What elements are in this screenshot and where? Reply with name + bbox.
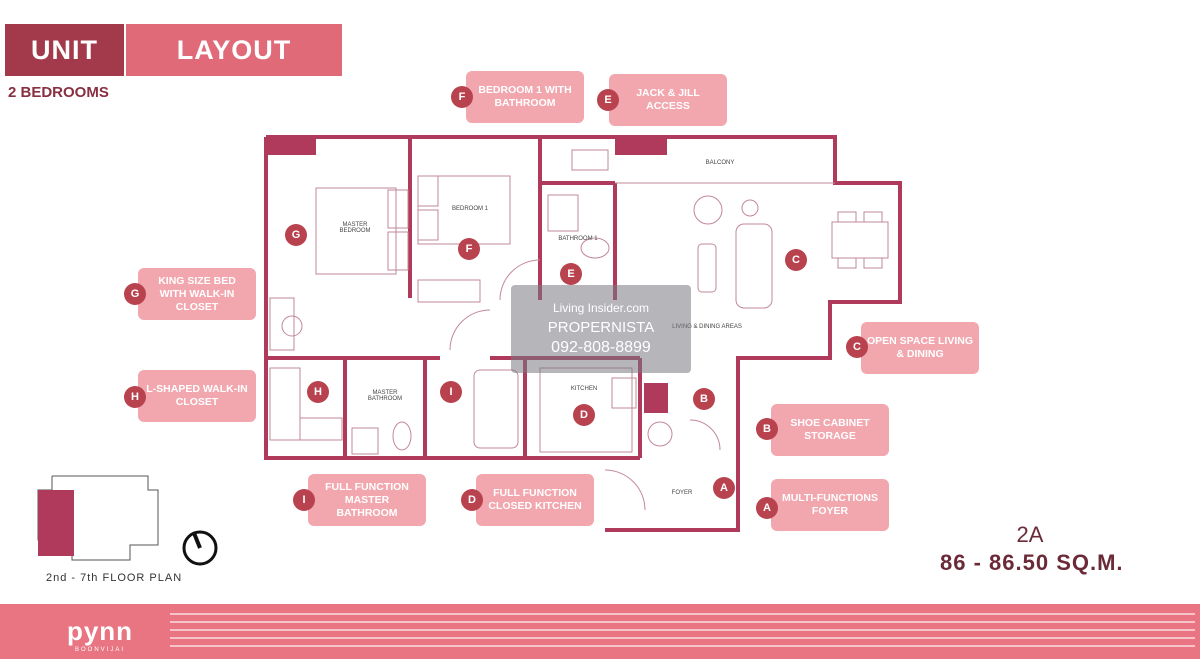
callout-e: JACK & JILL ACCESS bbox=[609, 74, 727, 126]
callout-a: MULTI-FUNCTIONS FOYER bbox=[771, 479, 889, 531]
callout-c: OPEN SPACE LIVING & DINING bbox=[861, 322, 979, 374]
callout-i: FULL FUNCTION MASTER BATHROOM bbox=[308, 474, 426, 526]
callout-h: L-SHAPED WALK-IN CLOSET bbox=[138, 370, 256, 422]
plan-badge-c: C bbox=[785, 249, 807, 271]
callout-badge-b: B bbox=[756, 418, 778, 440]
callout-badge-e: E bbox=[597, 89, 619, 111]
callout-f: BEDROOM 1 WITH BATHROOM bbox=[466, 71, 584, 123]
callout-b: SHOE CABINET STORAGE bbox=[771, 404, 889, 456]
plan-badge-a: A bbox=[713, 477, 735, 499]
plan-badge-f: F bbox=[458, 238, 480, 260]
floor-plan-label: 2nd - 7th FLOOR PLAN bbox=[46, 572, 183, 584]
watermark-logo: Living Insider.com bbox=[552, 301, 650, 315]
watermark: Living Insider.com PROPERNISTA 092-808-8… bbox=[511, 285, 691, 373]
callout-badge-a: A bbox=[756, 497, 778, 519]
plan-badge-i: I bbox=[440, 381, 462, 403]
brand-logo: pynn BOONVIJAI bbox=[38, 612, 162, 656]
plan-badge-e: E bbox=[560, 263, 582, 285]
callout-badge-f: F bbox=[451, 86, 473, 108]
callout-badge-g: G bbox=[124, 283, 146, 305]
unit-area: 86 - 86.50 SQ.M. bbox=[940, 550, 1124, 575]
callout-d: FULL FUNCTION CLOSED KITCHEN bbox=[476, 474, 594, 526]
brand-sub: BOONVIJAI bbox=[74, 646, 125, 653]
callout-badge-d: D bbox=[461, 489, 483, 511]
plan-badge-b: B bbox=[693, 388, 715, 410]
brand-name: pynn bbox=[66, 615, 134, 646]
room-foyer: FOYER bbox=[671, 490, 693, 496]
callout-badge-i: I bbox=[293, 489, 315, 511]
layout-title: LAYOUT bbox=[126, 24, 342, 76]
room-master-bathroom: MASTER BATHROOM bbox=[367, 390, 403, 402]
unit-code: 2A bbox=[1016, 522, 1044, 547]
watermark-phone: 092-808-8899 bbox=[551, 339, 651, 356]
room-bathroom1: BATHROOM 1 bbox=[558, 236, 598, 242]
bedrooms-label: 2 BEDROOMS bbox=[8, 84, 109, 101]
watermark-name: PROPERNISTA bbox=[547, 319, 655, 336]
room-living: LIVING & DINING AREAS bbox=[672, 324, 742, 330]
room-bedroom1: BEDROOM 1 bbox=[451, 206, 488, 212]
room-kitchen: KITCHEN bbox=[570, 386, 598, 392]
callout-badge-c: C bbox=[846, 336, 868, 358]
plan-badge-g: G bbox=[285, 224, 307, 246]
unit-title: UNIT bbox=[5, 24, 124, 76]
plan-badge-d: D bbox=[573, 404, 595, 426]
plan-badge-h: H bbox=[307, 381, 329, 403]
footer-stripes bbox=[170, 613, 1195, 647]
callout-badge-h: H bbox=[124, 386, 146, 408]
callout-g: KING SIZE BED WITH WALK-IN CLOSET bbox=[138, 268, 256, 320]
room-master-bedroom: MASTER BEDROOM bbox=[339, 222, 371, 234]
room-balcony: BALCONY bbox=[705, 160, 735, 166]
